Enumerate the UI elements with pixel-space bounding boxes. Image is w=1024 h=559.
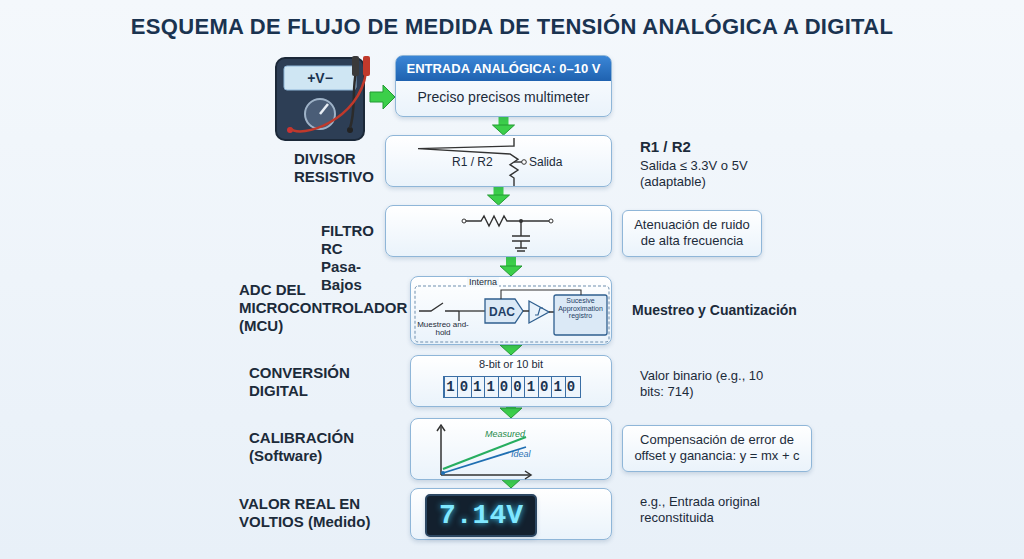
side-note: e.g., Entrada original reconstituida [640, 494, 790, 527]
note-text: Compensación de error de offset y gananc… [631, 432, 803, 465]
display-screen: 7.14V [425, 494, 537, 537]
box-text: DAC [489, 305, 515, 319]
side-note: Valor binario (e.g., 10 bits: 714) [640, 368, 780, 401]
box-text: 8-bit or 10 bit [411, 358, 611, 370]
diagram-title: ESQUEMA DE FLUJO DE MEDIDA DE TENSIÓN AN… [0, 14, 1024, 40]
flow-arrow [493, 117, 515, 135]
input-arrow [370, 85, 395, 109]
stage-label: FILTRO RC Pasa-Bajos [321, 222, 374, 294]
stage-box: DIVISOR RESISTIVOR1 / R2Salida [385, 135, 612, 187]
display-symbol: +V− [290, 70, 350, 86]
box-text: Salida [529, 155, 562, 169]
side-note: R1 / R2 [640, 138, 691, 155]
multimeter-display [284, 66, 356, 90]
flow-arrow [500, 407, 522, 418]
stage-box: CONVERSIÓN DIGITAL8-bit or 10 bit1011001… [410, 355, 612, 407]
stage-label: CONVERSIÓN DIGITAL [249, 364, 399, 400]
stage-box: ENTRADA ANALÓGICA: 0–10 V Preciso preciso… [395, 55, 612, 117]
note-text: Atenuación de ruido de alta frecuencia [631, 217, 753, 250]
box-text: Muestreo and-hold [414, 321, 472, 338]
side-note: Muestreo y Cuantización [632, 302, 797, 318]
stage-box: ADC DEL MICROCONTROLADOR (MCU)InternaMue… [410, 276, 612, 345]
stage-box: FILTRO RC Pasa-Bajos [385, 205, 612, 257]
flow-arrow [500, 345, 522, 355]
box-text: Measured [485, 429, 525, 439]
box-text: Interna [467, 277, 499, 287]
stage-box: CALIBRACIÓN (Software)MeasuredIdeal [410, 418, 612, 480]
box-text: Preciso precisos multimeter [396, 89, 611, 105]
note-box: Atenuación de ruido de alta frecuencia [622, 210, 762, 257]
display-value: 7.14V [427, 496, 535, 535]
stage-label: DIVISOR RESISTIVO [294, 150, 374, 186]
multimeter-dial [305, 99, 335, 129]
box-text: Sucesive Approximation registro [556, 297, 605, 320]
flow-arrow [488, 187, 510, 205]
box-text: ENTRADA ANALÓGICA: 0–10 V [396, 56, 611, 81]
side-note: Salida ≤ 3.3V o 5V (adaptable) [640, 158, 790, 191]
stage-label: ADC DEL MICROCONTROLADOR (MCU) [239, 281, 399, 335]
note-box: Compensación de error de offset y gananc… [622, 425, 812, 472]
box-text: R1 / R2 [452, 155, 493, 169]
box-text: Ideal [511, 449, 531, 459]
stage-box: VALOR REAL EN VOLTIOS (Medido)7.14V [410, 488, 612, 540]
stage-label: VALOR REAL EN VOLTIOS (Medido) [239, 495, 399, 531]
stage-schematic [386, 206, 613, 258]
stage-schematic [386, 136, 613, 188]
flow-arrow [500, 257, 522, 276]
binary-value: 1011001010 [443, 376, 582, 398]
stage-label: CALIBRACIÓN (Software) [249, 429, 399, 465]
